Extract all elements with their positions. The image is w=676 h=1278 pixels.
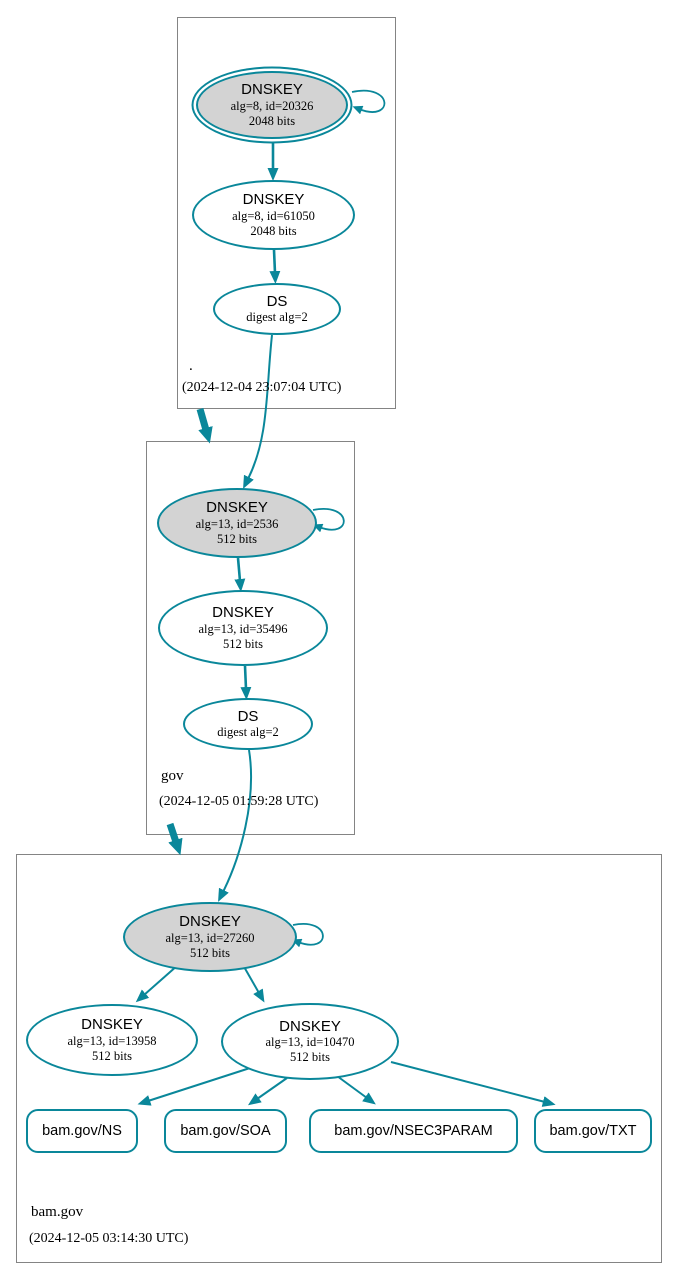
node-title: DNSKEY [212, 604, 274, 622]
node-detail: digest alg=2 [217, 725, 279, 740]
node-ds-gov[interactable]: DS digest alg=2 [183, 698, 313, 750]
node-ds-root[interactable]: DS digest alg=2 [213, 283, 341, 335]
node-detail: alg=13, id=2536 [195, 516, 279, 531]
node-detail: 512 bits [190, 945, 230, 960]
node-detail: digest alg=2 [246, 310, 308, 325]
zone-box-root [177, 17, 396, 409]
node-dnskey-10470[interactable]: DNSKEY alg=13, id=10470 512 bits [221, 1003, 399, 1080]
node-detail: alg=13, id=13958 [67, 1033, 157, 1048]
node-detail: alg=13, id=10470 [265, 1035, 355, 1050]
zone-label-bam-gov: bam.gov [31, 1204, 84, 1220]
node-detail: alg=13, id=35496 [198, 621, 288, 636]
node-title: DS [237, 707, 259, 725]
zone-timestamp-gov: (2024-12-05 01:59:28 UTC) [159, 794, 319, 809]
node-detail: 512 bits [92, 1048, 132, 1063]
node-title: DNSKEY [179, 913, 241, 931]
node-detail: alg=13, id=27260 [165, 930, 255, 945]
zone-label-root: . [189, 358, 193, 374]
node-title: DNSKEY [242, 191, 305, 209]
edge-delegation-root-to-gov [196, 408, 213, 444]
node-dnskey-35496[interactable]: DNSKEY alg=13, id=35496 512 bits [158, 590, 328, 666]
node-dnskey-20326[interactable]: DNSKEY alg=8, id=20326 2048 bits [196, 71, 348, 139]
node-dnskey-13958[interactable]: DNSKEY alg=13, id=13958 512 bits [26, 1004, 198, 1076]
node-dnskey-27260[interactable]: DNSKEY alg=13, id=27260 512 bits [123, 902, 297, 972]
zone-label-gov: gov [161, 768, 184, 784]
node-title: DNSKEY [279, 1017, 341, 1035]
node-dnskey-2536[interactable]: DNSKEY alg=13, id=2536 512 bits [157, 488, 317, 558]
node-detail: 512 bits [290, 1050, 330, 1065]
rrset-bam-gov-ns[interactable]: bam.gov/NS [26, 1109, 138, 1153]
node-title: DNSKEY [206, 499, 268, 517]
node-detail: 2048 bits [248, 113, 296, 128]
node-title: DNSKEY [241, 81, 303, 99]
node-detail: 2048 bits [250, 223, 297, 238]
rrset-bam-gov-nsec3param[interactable]: bam.gov/NSEC3PARAM [309, 1109, 518, 1153]
rrset-bam-gov-soa[interactable]: bam.gov/SOA [164, 1109, 287, 1153]
zone-box-bam-gov [16, 854, 662, 1263]
zone-timestamp-root: (2024-12-04 23:07:04 UTC) [182, 380, 342, 395]
node-detail: alg=8, id=61050 [232, 208, 315, 223]
node-detail: 512 bits [217, 531, 257, 546]
node-detail: 512 bits [223, 636, 263, 651]
zone-timestamp-bam-gov: (2024-12-05 03:14:30 UTC) [29, 1231, 189, 1246]
node-title: DS [266, 292, 288, 310]
node-title: DNSKEY [81, 1016, 143, 1034]
rrset-bam-gov-txt[interactable]: bam.gov/TXT [534, 1109, 652, 1153]
node-dnskey-61050[interactable]: DNSKEY alg=8, id=61050 2048 bits [192, 180, 355, 250]
node-detail: alg=8, id=20326 [230, 98, 314, 113]
